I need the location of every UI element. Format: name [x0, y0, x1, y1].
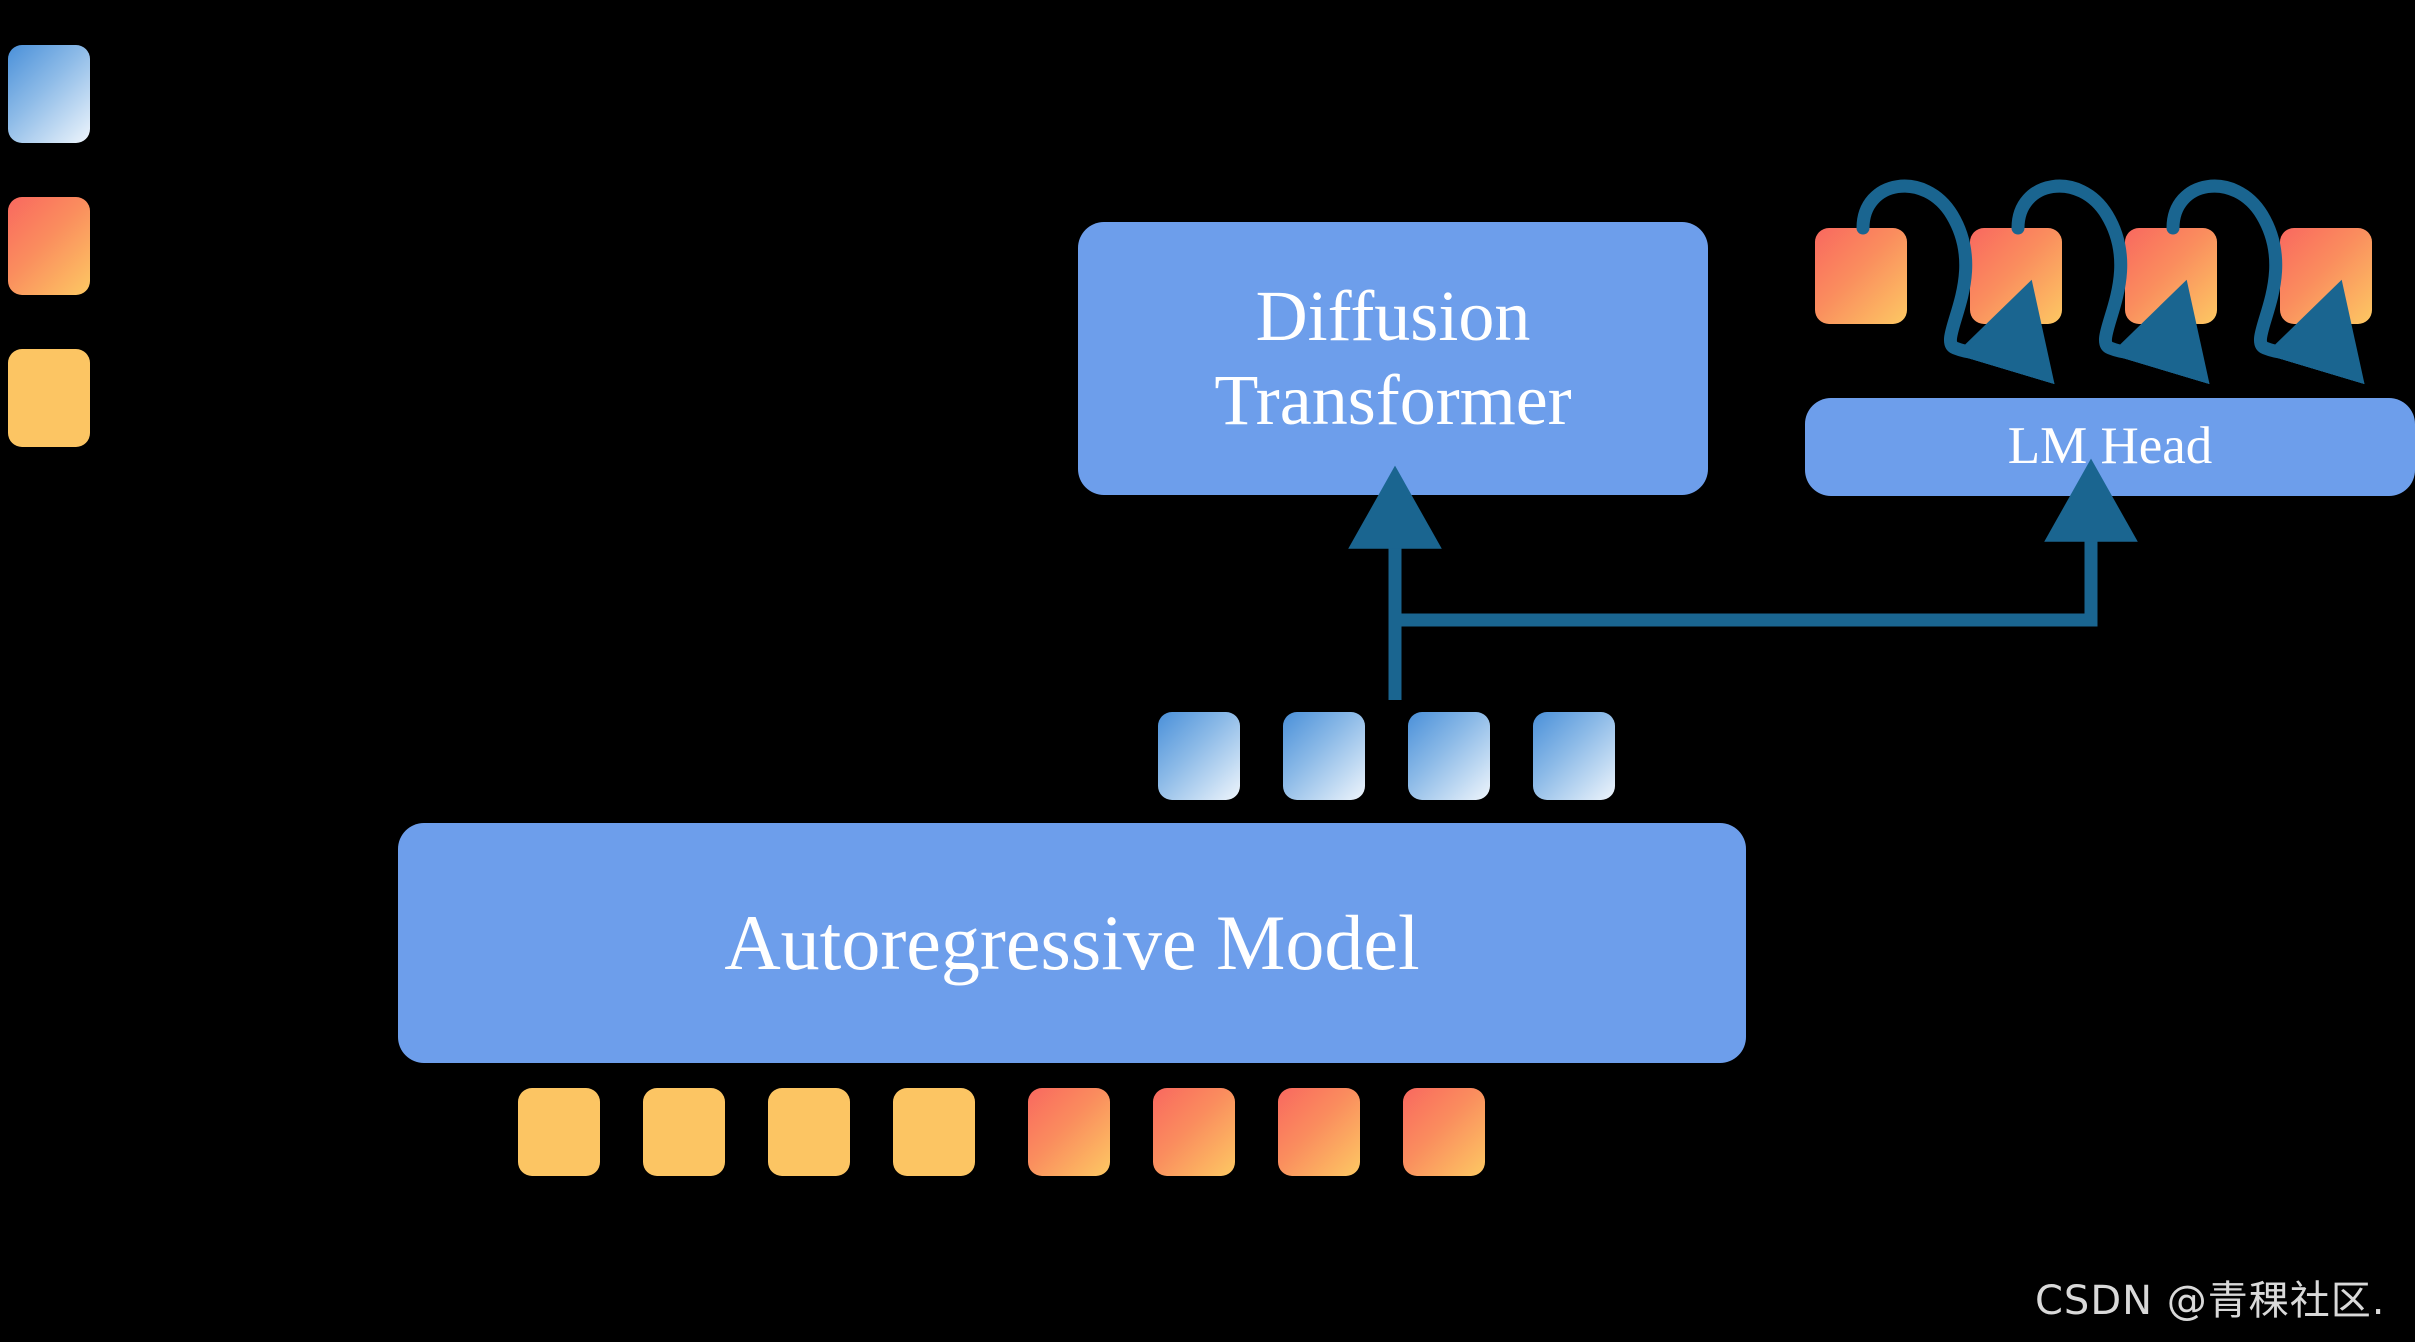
arrow-hidden-to-lm-head — [1395, 458, 2138, 627]
hidden-state-token-3 — [1408, 712, 1490, 800]
diffusion-transformer-block: Diffusion Transformer — [1078, 222, 1708, 495]
output-token-4 — [2280, 228, 2372, 324]
autoregressive-model-label: Autoregressive Model — [724, 898, 1420, 986]
legend-swatch-yellow-token — [8, 349, 90, 447]
input-token-2 — [643, 1088, 725, 1176]
lm-head-label: LM Head — [2007, 417, 2213, 476]
output-token-2 — [1970, 228, 2062, 324]
hidden-state-token-4 — [1533, 712, 1615, 800]
legend-swatch-blue-gradient-token — [8, 45, 90, 143]
lm-head-block: LM Head — [1805, 398, 2415, 496]
output-token-3 — [2125, 228, 2217, 324]
input-token-6 — [1153, 1088, 1235, 1176]
csdn-watermark: CSDN @青稞社区. — [2035, 1278, 2386, 1324]
input-token-5 — [1028, 1088, 1110, 1176]
hidden-state-token-2 — [1283, 712, 1365, 800]
input-token-8 — [1403, 1088, 1485, 1176]
diffusion-transformer-label-wrap: Diffusion Transformer — [1214, 275, 1571, 442]
diffusion-transformer-label-line1: Diffusion — [1255, 275, 1531, 356]
input-token-4 — [893, 1088, 975, 1176]
autoregressive-recurrence-arrows — [1856, 179, 2365, 385]
autoregressive-model-block: Autoregressive Model — [398, 823, 1746, 1063]
input-token-7 — [1278, 1088, 1360, 1176]
diffusion-transformer-label-line2: Transformer — [1214, 359, 1572, 440]
hidden-state-token-1 — [1158, 712, 1240, 800]
input-token-1 — [518, 1088, 600, 1176]
output-token-1 — [1815, 228, 1907, 324]
input-token-3 — [768, 1088, 850, 1176]
legend-swatch-orange-gradient-token — [8, 197, 90, 295]
